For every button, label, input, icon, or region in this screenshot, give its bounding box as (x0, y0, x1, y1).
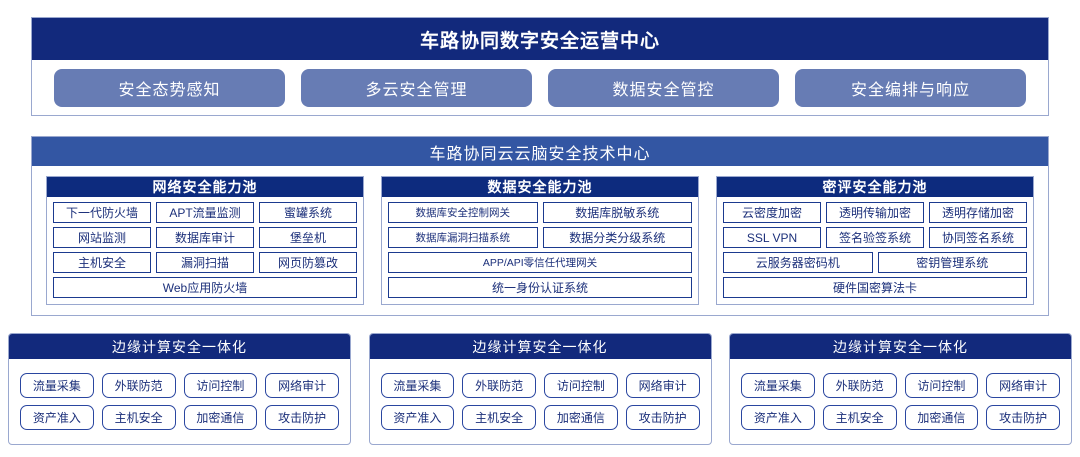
capability-pool-row: Web应用防火墙 (53, 277, 357, 298)
edge-capability-item[interactable]: 主机安全 (462, 405, 536, 430)
edge-card-row: 资产准入主机安全加密通信攻击防护 (380, 405, 700, 430)
edge-capability-item[interactable]: 流量采集 (380, 373, 455, 398)
operations-center-title: 车路协同数字安全运营中心 (32, 18, 1048, 60)
ops-pill-2[interactable]: 多云安全管理 (301, 69, 532, 107)
edge-capability-item[interactable]: 攻击防护 (986, 405, 1060, 430)
edge-capability-item[interactable]: 网络审计 (986, 373, 1060, 398)
capability-item[interactable]: 透明传输加密 (826, 202, 924, 223)
capability-pool-row: 数据库漏洞扫描系统数据分类分级系统 (388, 227, 692, 248)
capability-pool-row: 云密度加密透明传输加密透明存储加密 (723, 202, 1027, 223)
edge-card-title: 边缘计算安全一体化 (730, 334, 1071, 359)
capability-item[interactable]: SSL VPN (723, 227, 821, 248)
capability-item[interactable]: 硬件国密算法卡 (723, 277, 1027, 298)
edge-capability-item[interactable]: 外联防范 (822, 373, 897, 398)
capability-pool-row: APP/API零信任代理网关 (388, 252, 692, 273)
edge-card-row: 流量采集外联防范访问控制网络审计 (741, 373, 1060, 398)
edge-card-row: 流量采集外联防范访问控制网络审计 (20, 373, 339, 398)
capability-pool-row: 硬件国密算法卡 (723, 277, 1027, 298)
edge-card-row: 资产准入主机安全加密通信攻击防护 (741, 405, 1060, 430)
capability-item[interactable]: 协同签名系统 (929, 227, 1027, 248)
edge-capability-item[interactable]: 访问控制 (544, 373, 618, 398)
ops-pill-1[interactable]: 安全态势感知 (54, 69, 285, 107)
capability-item[interactable]: 主机安全 (53, 252, 151, 273)
capability-item[interactable]: 密钥管理系统 (877, 252, 1027, 273)
capability-item[interactable]: 漏洞扫描 (156, 252, 254, 273)
capability-item[interactable]: 数据库漏洞扫描系统 (388, 227, 538, 248)
edge-capability-item[interactable]: 资产准入 (741, 405, 815, 430)
edge-capability-item[interactable]: 访问控制 (183, 373, 258, 398)
edge-capability-item[interactable]: 网络审计 (265, 373, 339, 398)
capability-item[interactable]: 数据库安全控制网关 (388, 202, 538, 223)
edge-computing-card-2: 边缘计算安全一体化流量采集外联防范访问控制网络审计资产准入主机安全加密通信攻击防… (368, 333, 712, 445)
edge-card-body: 流量采集外联防范访问控制网络审计资产准入主机安全加密通信攻击防护 (730, 359, 1071, 444)
edge-computing-card-3: 边缘计算安全一体化流量采集外联防范访问控制网络审计资产准入主机安全加密通信攻击防… (729, 333, 1072, 445)
capability-item[interactable]: 数据库脱敏系统 (542, 202, 692, 223)
capability-item[interactable]: Web应用防火墙 (53, 277, 357, 298)
ops-pill-3[interactable]: 数据安全管控 (548, 69, 779, 107)
edge-capability-item[interactable]: 攻击防护 (265, 405, 339, 430)
capability-item[interactable]: 下一代防火墙 (53, 202, 151, 223)
capability-item[interactable]: 统一身份认证系统 (388, 277, 692, 298)
ops-pill-4[interactable]: 安全编排与响应 (795, 69, 1026, 107)
edge-capability-item[interactable]: 主机安全 (101, 405, 176, 430)
edge-card-title: 边缘计算安全一体化 (9, 334, 350, 359)
capability-item[interactable]: 数据库审计 (156, 227, 254, 248)
edge-capability-item[interactable]: 访问控制 (904, 373, 979, 398)
capability-item[interactable]: 网页防篡改 (259, 252, 357, 273)
capability-item[interactable]: 云服务器密码机 (723, 252, 873, 273)
edge-capability-item[interactable]: 资产准入 (20, 405, 94, 430)
capability-item[interactable]: 云密度加密 (723, 202, 821, 223)
edge-card-row: 资产准入主机安全加密通信攻击防护 (20, 405, 339, 430)
capability-item[interactable]: 蜜罐系统 (259, 202, 357, 223)
capability-pool-2: 数据安全能力池数据库安全控制网关数据库脱敏系统数据库漏洞扫描系统数据分类分级系统… (381, 176, 699, 305)
edge-capability-item[interactable]: 流量采集 (20, 373, 94, 398)
capability-item[interactable]: 透明存储加密 (929, 202, 1027, 223)
capability-item[interactable]: 网站监测 (53, 227, 151, 248)
operations-capability-pill-row: 安全态势感知多云安全管理数据安全管控安全编排与响应 (32, 60, 1048, 116)
edge-capability-item[interactable]: 网络审计 (625, 373, 700, 398)
capability-pool-row: 主机安全漏洞扫描网页防篡改 (53, 252, 357, 273)
edge-computing-card-1: 边缘计算安全一体化流量采集外联防范访问控制网络审计资产准入主机安全加密通信攻击防… (8, 333, 351, 445)
edge-card-body: 流量采集外联防范访问控制网络审计资产准入主机安全加密通信攻击防护 (9, 359, 350, 444)
edge-computing-card-row: 边缘计算安全一体化流量采集外联防范访问控制网络审计资产准入主机安全加密通信攻击防… (8, 333, 1072, 445)
capability-item[interactable]: 签名验签系统 (826, 227, 924, 248)
edge-capability-item[interactable]: 加密通信 (904, 405, 979, 430)
edge-capability-item[interactable]: 资产准入 (380, 405, 455, 430)
capability-item[interactable]: APP/API零信任代理网关 (388, 252, 692, 273)
capability-pool-row: 统一身份认证系统 (388, 277, 692, 298)
capability-item[interactable]: APT流量监测 (156, 202, 254, 223)
edge-capability-item[interactable]: 主机安全 (822, 405, 897, 430)
edge-capability-item[interactable]: 加密通信 (544, 405, 618, 430)
edge-capability-item[interactable]: 外联防范 (462, 373, 536, 398)
edge-card-title: 边缘计算安全一体化 (369, 334, 711, 359)
edge-capability-item[interactable]: 流量采集 (741, 373, 815, 398)
capability-pool-title: 密评安全能力池 (717, 177, 1033, 197)
security-operations-center-section: 车路协同数字安全运营中心 安全态势感知多云安全管理数据安全管控安全编排与响应 (31, 17, 1049, 116)
capability-pool-title: 数据安全能力池 (382, 177, 698, 197)
capability-item[interactable]: 数据分类分级系统 (542, 227, 692, 248)
capability-item[interactable]: 堡垒机 (259, 227, 357, 248)
edge-card-row: 流量采集外联防范访问控制网络审计 (380, 373, 700, 398)
edge-capability-item[interactable]: 加密通信 (183, 405, 258, 430)
capability-pool-row: 云服务器密码机密钥管理系统 (723, 252, 1027, 273)
edge-capability-item[interactable]: 攻击防护 (625, 405, 700, 430)
cloud-center-title: 车路协同云云脑安全技术中心 (32, 137, 1048, 166)
edge-capability-item[interactable]: 外联防范 (101, 373, 176, 398)
edge-card-body: 流量采集外联防范访问控制网络审计资产准入主机安全加密通信攻击防护 (370, 359, 711, 444)
capability-pool-title: 网络安全能力池 (47, 177, 363, 197)
capability-pool-row: 数据库安全控制网关数据库脱敏系统 (388, 202, 692, 223)
capability-pool-row: 网站监测数据库审计堡垒机 (53, 227, 357, 248)
